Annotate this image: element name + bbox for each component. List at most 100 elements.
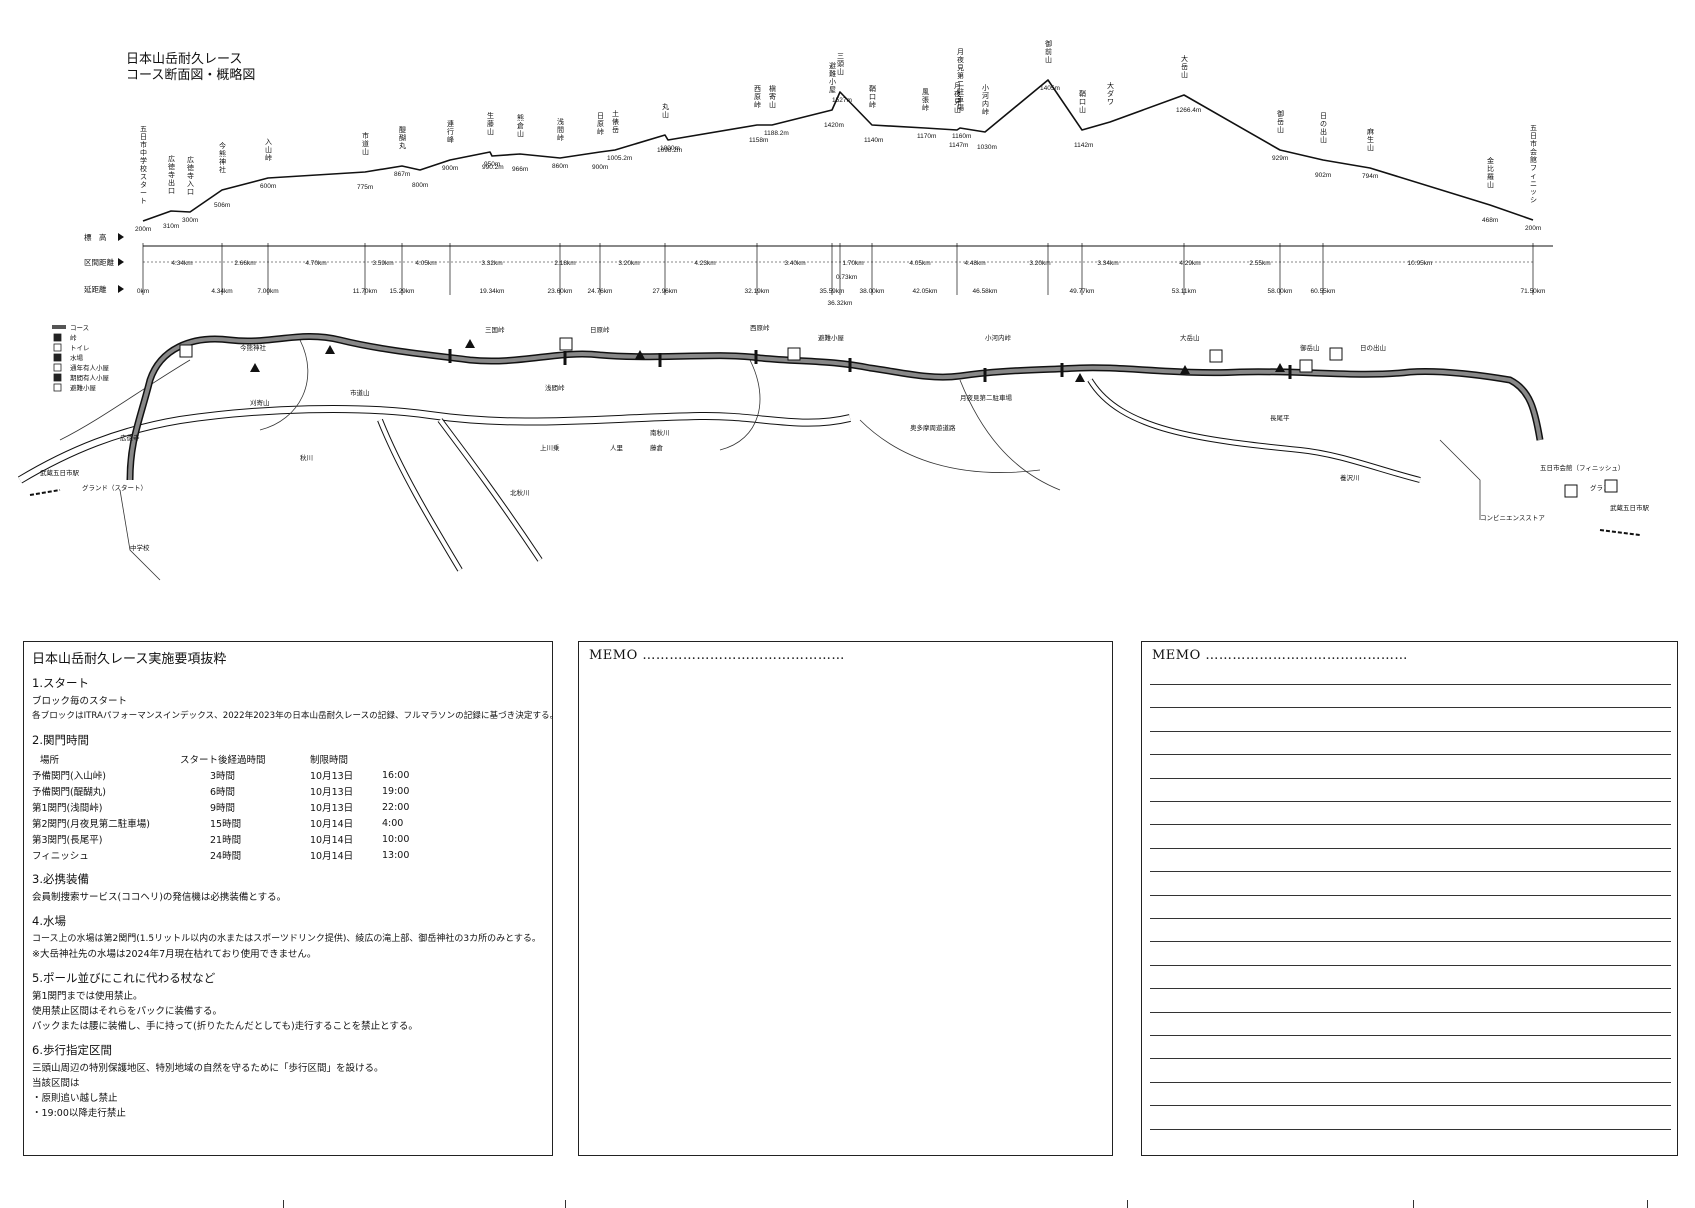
cumulative-distance: 35.59km <box>820 288 845 295</box>
map-label: 月夜見第二駐車場 <box>960 393 1013 402</box>
arrow-icon <box>118 258 124 266</box>
peak-name-char: 張 <box>922 96 929 104</box>
gate-icon <box>563 351 567 365</box>
elevation-label: 1420m <box>824 122 844 129</box>
peak-name-char: 会 <box>1530 147 1537 156</box>
segment-distance: 3.32km <box>481 260 502 267</box>
peak-name-char: 月 <box>957 48 964 56</box>
peak-name: 丸山 <box>662 102 669 119</box>
elevation-label: 1098.2m <box>657 147 682 154</box>
memo-box-2[interactable]: MEMO ……………………………………… <box>1141 641 1678 1156</box>
map-label: グランド（スタート） <box>82 483 147 492</box>
peak-name-char: 日 <box>1530 132 1537 140</box>
road <box>719 359 761 451</box>
peak-name-char: 峠 <box>597 127 604 136</box>
peak-name-char: 口 <box>869 93 876 101</box>
memo-box-1[interactable]: MEMO ……………………………………… <box>578 641 1113 1156</box>
rules-text: 当該区間は <box>32 1078 80 1089</box>
peak-name: 槇寄山 <box>769 84 776 109</box>
hut2-icon <box>53 373 62 382</box>
peak-name-char: 小 <box>982 83 989 92</box>
peak-name: 市道山 <box>362 131 369 156</box>
peak-name-char: 寺 <box>168 171 175 179</box>
peak-name-char: 広 <box>187 155 194 164</box>
peak-name-char: 難 <box>829 69 836 78</box>
cumulative-distance: 24.76km <box>588 288 613 295</box>
table-row: 第3関門(長尾平) 21時間 10月14日 10:00 <box>32 831 409 847</box>
map-label: 刈寄山 <box>250 398 270 407</box>
peak-name-char: 羅 <box>1487 173 1494 181</box>
crop-mark <box>1413 1200 1414 1208</box>
rules-title: 日本山岳耐久レース実施要項抜粋 <box>32 652 227 667</box>
peak-name-char: 広 <box>168 154 175 163</box>
elevation-label: 1005.2m <box>607 155 632 162</box>
map-label: 武蔵五日市駅 <box>40 468 80 477</box>
peak-name-char: 俵 <box>612 117 619 126</box>
segment-distance: 1.70km <box>842 260 863 267</box>
peak-name-char: 熊 <box>219 149 226 158</box>
toilet-icon <box>53 343 62 352</box>
peak-name: 土俵岳 <box>612 109 619 134</box>
row-label: 区間距離 <box>84 257 114 267</box>
peak-name-char: 日 <box>597 112 604 120</box>
peak-name-char: 市 <box>1530 139 1537 148</box>
peak-name-char: 峠 <box>869 100 876 109</box>
peak-name-char: 熊 <box>517 113 524 122</box>
peak-name-char: 市 <box>140 140 147 149</box>
cumulative-distance: 11.70km <box>353 288 377 295</box>
crop-mark <box>1127 1200 1128 1208</box>
cumulative-distance: 38.00km <box>860 288 885 295</box>
peak-name-char: 大 <box>1181 54 1188 63</box>
elevation-line <box>142 79 1534 222</box>
elevation-label: 468m <box>1482 217 1498 224</box>
course-route <box>128 334 1542 481</box>
map-label: 避難小屋 <box>818 333 845 342</box>
cumulative-distance: 58.00km <box>1268 288 1293 295</box>
road <box>119 489 161 581</box>
elevation-label: 800m <box>412 182 428 189</box>
peak-name: 大ダワ <box>1107 81 1114 106</box>
peak-name-char: 山 <box>362 147 369 156</box>
table-cell: 24時間 <box>210 851 242 862</box>
cumulative-distance: 53.11km <box>1172 288 1196 295</box>
legend-label: コース <box>70 324 89 332</box>
table-header: 制限時間 <box>310 755 349 766</box>
memo-rule-line <box>1150 988 1671 990</box>
table-cell: 10月13日 <box>310 803 354 814</box>
table-cell: 10月14日 <box>310 835 354 846</box>
elevation-label: 200m <box>1525 225 1541 232</box>
table-cell: 15時間 <box>210 819 242 830</box>
peak-name-char: 頭 <box>837 60 844 68</box>
elevation-label: 902m <box>1315 172 1331 179</box>
peak-name-char: 駐 <box>957 87 964 96</box>
cumulative-distance: 36.32km <box>828 300 853 307</box>
peak-name: 三頭山 <box>837 52 844 76</box>
peak-name: 風張峠 <box>922 88 929 112</box>
gate-icon <box>1288 365 1292 379</box>
elevation-label: 867m <box>394 171 410 178</box>
title-line-1: 日本山岳耐久レース <box>126 52 243 67</box>
rules-text: ・原則追い越し禁止 <box>32 1093 118 1104</box>
elevation-label: 200m <box>135 226 151 233</box>
cumulative-distance: 42.05km <box>913 288 938 295</box>
memo-title: MEMO ……………………………………… <box>589 648 845 663</box>
peak-name: 連行峰 <box>447 119 454 144</box>
peak-name-char: 三 <box>837 52 844 60</box>
building-icon <box>559 337 573 351</box>
road <box>259 339 309 431</box>
elevation-label: 1160m <box>952 133 971 140</box>
peak-name-char: 風 <box>922 88 929 96</box>
map-label: 西原峠 <box>750 323 770 332</box>
cumulative-distance: 71.50km <box>1521 288 1546 295</box>
segment-distance: 3.34km <box>1097 260 1118 267</box>
elevation-label: 1142m <box>1074 142 1093 149</box>
peak-name: 大岳山 <box>1181 54 1188 79</box>
peak-name: 生藤山 <box>487 111 494 136</box>
map-label: コンビニエンスストア <box>1480 513 1545 522</box>
road <box>1439 439 1481 520</box>
peak-name-char: 山 <box>1181 70 1188 79</box>
peak-name-char: 原 <box>754 93 761 101</box>
peak-name-char: 前 <box>1045 47 1052 56</box>
